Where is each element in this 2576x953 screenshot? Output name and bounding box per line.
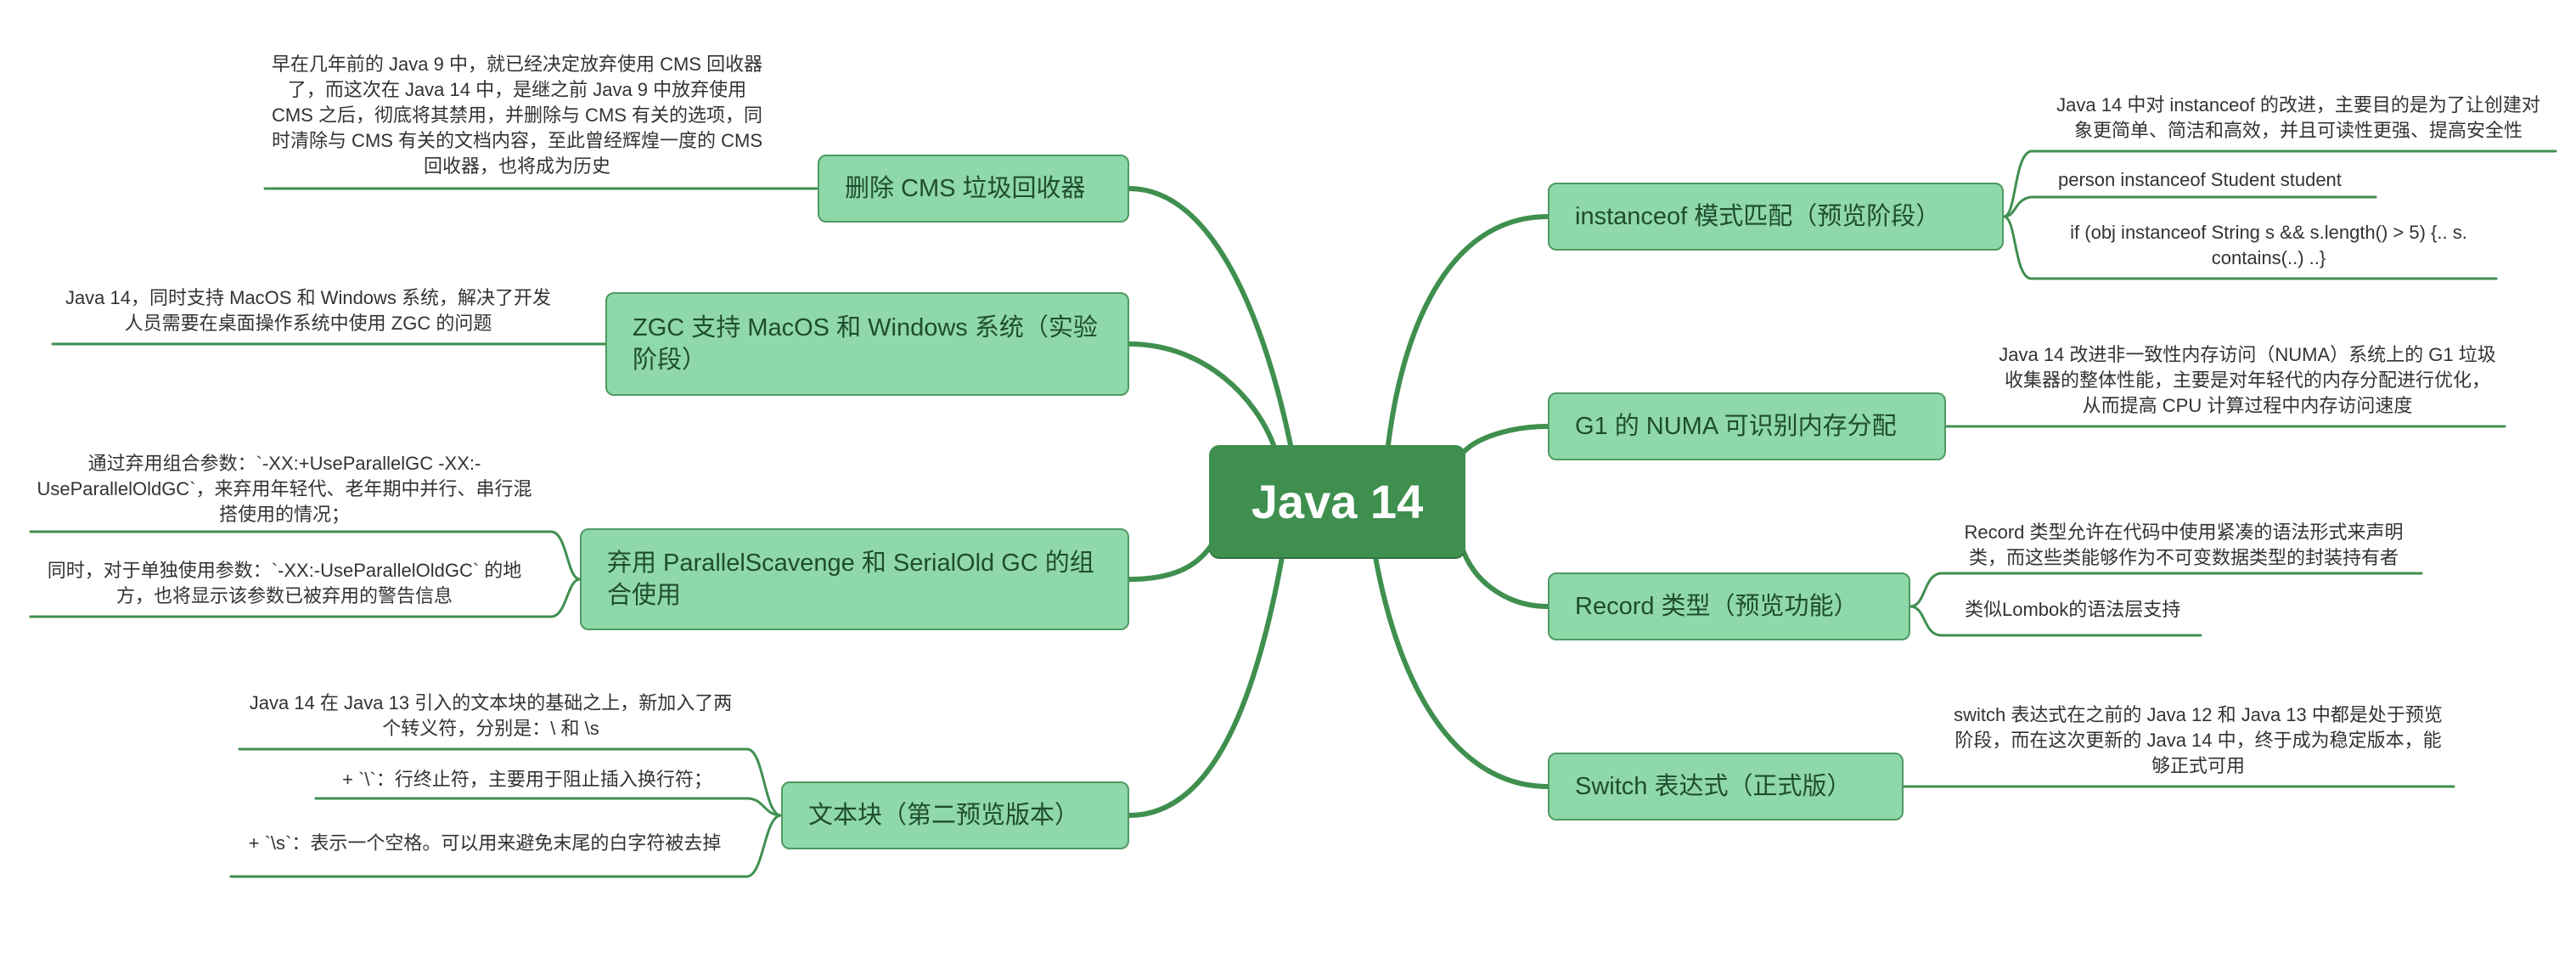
branch-deprecate-parallel-serial[interactable]: 弃用 ParallelScavenge 和 SerialOld GC 的组合使用 [580, 528, 1129, 630]
branch-label: Record 类型（预览功能） [1575, 593, 1859, 620]
note-record-1[interactable]: Record 类型允许在代码中使用紧凑的语法形式来声明类，而这些类能够作为不可变… [1964, 522, 2404, 568]
note-parallel-2[interactable]: 同时，对于单独使用参数：`-XX:-UseParallelOldGC` 的地方，… [47, 560, 522, 606]
note-textblock-2[interactable]: + `\`：行终止符，主要用于阻止插入换行符； [342, 769, 712, 790]
branch-label: ZGC 支持 MacOS 和 Windows 系统（实验阶段） [633, 314, 1098, 374]
branch-label: 删除 CMS 垃圾回收器 [845, 175, 1086, 202]
note-parallel-1[interactable]: 通过弃用组合参数：`-XX:+UseParallelGC -XX:-UsePar… [37, 453, 532, 525]
branch-instanceof[interactable]: instanceof 模式匹配（预览阶段） [1548, 183, 2004, 251]
link-textblock-notes [238, 747, 783, 817]
branch-text-blocks[interactable]: 文本块（第二预览版本） [781, 781, 1129, 849]
note-switch[interactable]: switch 表达式在之前的 Java 12 和 Java 13 中都是处于预览… [1954, 704, 2443, 776]
note-instanceof-2[interactable]: person instanceof Student student [2058, 169, 2342, 190]
note-textblock-1[interactable]: Java 14 在 Java 13 引入的文本块的基础之上，新加入了两个转义符，… [249, 692, 733, 739]
link-root-instanceof [1386, 214, 1550, 448]
root-topic-label: Java 14 [1251, 474, 1424, 528]
link-root-cms [1127, 186, 1293, 448]
branch-record[interactable]: Record 类型（预览功能） [1548, 572, 1910, 640]
branch-switch[interactable]: Switch 表达式（正式版） [1548, 753, 1904, 820]
note-textblock-3[interactable]: + `\s`：表示一个空格。可以用来避免末尾的白字符被去掉 [248, 832, 722, 854]
link-record-notes [1909, 572, 2423, 608]
link-root-zgc [1127, 341, 1276, 448]
branch-label: Switch 表达式（正式版） [1575, 773, 1852, 800]
branch-label: 文本块（第二预览版本） [808, 802, 1080, 829]
link-root-switch [1373, 555, 1550, 789]
note-record-2[interactable]: 类似Lombok的语法层支持 [1965, 599, 2181, 620]
note-instanceof-1[interactable]: Java 14 中对 instanceof 的改进，主要目的是为了让创建对象更简… [2056, 94, 2540, 141]
branch-delete-cms[interactable]: 删除 CMS 垃圾回收器 [818, 155, 1129, 223]
branch-zgc-macos-windows[interactable]: ZGC 支持 MacOS 和 Windows 系统（实验阶段） [605, 292, 1129, 396]
link-root-textblock [1127, 555, 1285, 818]
link-root-g1numa [1461, 424, 1550, 454]
branch-label: 弃用 ParallelScavenge 和 SerialOld GC 的组合使用 [607, 550, 1094, 609]
branch-label: instanceof 模式匹配（预览阶段） [1575, 203, 1941, 230]
branch-label: G1 的 NUMA 可识别内存分配 [1575, 413, 1897, 440]
link-instanceof-notes [2002, 149, 2557, 218]
note-cms[interactable]: 早在几年前的 Java 9 中，就已经决定放弃使用 CMS 回收器了，而这次在 … [271, 54, 763, 177]
link-root-parallel [1127, 541, 1215, 582]
link-root-record [1461, 550, 1550, 609]
root-topic[interactable]: Java 14 [1209, 445, 1465, 557]
branch-g1-numa[interactable]: G1 的 NUMA 可识别内存分配 [1548, 392, 1946, 460]
note-g1numa[interactable]: Java 14 改进非一致性内存访问（NUMA）系统上的 G1 垃圾收集器的整体… [1999, 344, 2496, 416]
note-instanceof-3[interactable]: if (obj instanceof String s && s.length(… [2070, 222, 2467, 268]
note-zgc[interactable]: Java 14，同时支持 MacOS 和 Windows 系统，解决了开发人员需… [65, 287, 552, 334]
link-parallel-notes [29, 530, 582, 581]
